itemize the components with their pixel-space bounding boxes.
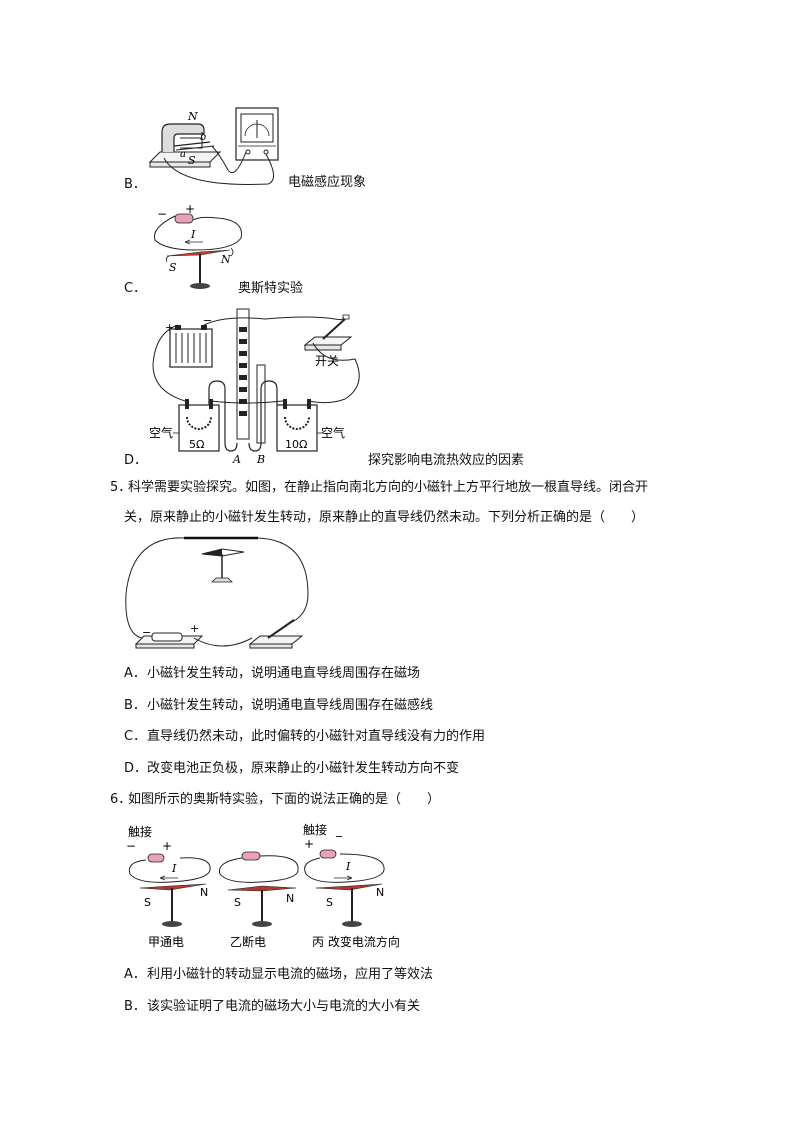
svg-text:+: + [190,622,199,635]
svg-text:空气: 空气 [149,425,173,440]
svg-text:I: I [171,862,177,875]
option-text: 直导线仍然未动，此时偏转的小磁针对直导线没有力的作用 [147,729,486,744]
svg-text:空气: 空气 [321,425,345,440]
option-c: − + I S N C． 奥斯特实验 [0,200,794,300]
option-text: 利用小磁针的转动显示电流的磁场，应用了等效法 [147,967,434,982]
svg-text:丙 改变电流方向: 丙 改变电流方向 [312,934,400,949]
option-letter: C． [124,729,147,744]
option-d: + − A B 5Ω 空气 10Ω 空气 [0,305,794,475]
wire-over-compass-figure: − + [125,536,309,649]
svg-text:N: N [200,886,208,899]
option-caption: 奥斯特实验 [238,281,304,296]
option-letter: A． [124,967,146,982]
svg-text:B: B [256,453,265,465]
option-letter: C． [124,281,147,296]
svg-text:S: S [144,896,151,909]
option-caption: 电磁感应现象 [288,175,367,190]
svg-text:S: S [234,896,241,909]
option-letter: A． [124,666,146,681]
svg-text:N: N [220,253,231,266]
label-a: a [180,149,186,160]
svg-text:触接: 触接 [303,822,327,837]
option-letter: D． [124,453,148,468]
question-5: 5． 科学需要实验探究。如图，在静止指向南北方向的小磁针上方平行地放一根直导线。… [0,476,794,786]
option-text: 该实验证明了电流的磁场大小与电流的大小有关 [147,999,421,1014]
oersted-experiment-figure: − + I S N [153,202,242,289]
option-letter: B． [124,177,146,192]
svg-text:乙断电: 乙断电 [230,934,266,949]
svg-text:−: − [157,207,167,221]
svg-text:+: + [165,321,174,334]
option-caption: 探究影响电流热效应的因素 [368,453,525,468]
option-letter: B． [124,698,146,713]
joule-heating-figure: + − A B 5Ω 空气 10Ω 空气 [149,308,360,465]
svg-text:_: _ [335,823,343,837]
svg-text:I: I [345,860,351,873]
question-stem-line2: 关，原来静止的小磁针发生转动，原来静止的直导线仍然未动。下列分析正确的是（ ） [124,510,645,525]
svg-text:S: S [326,896,333,909]
svg-text:开关: 开关 [315,354,339,368]
question-number: 6． [110,792,132,807]
svg-text:−: − [203,314,212,327]
option-b: N S a b B． 电磁感应现象 [0,100,794,195]
option-letter: D． [124,761,148,776]
svg-text:5Ω: 5Ω [189,438,204,451]
svg-text:−: − [142,626,151,639]
svg-text:甲通电: 甲通电 [148,935,184,949]
svg-text:10Ω: 10Ω [285,438,307,451]
option-text: 小磁针发生转动，说明通电直导线周围存在磁场 [147,666,421,681]
svg-text:+: + [162,839,172,853]
electromagnetic-induction-figure: N S a b [148,107,279,185]
svg-text:I: I [190,228,196,241]
option-text: 改变电池正负极，原来静止的小磁针发生转动方向不变 [147,761,460,776]
svg-text:S: S [169,261,177,274]
question-stem: 如图所示的奥斯特实验，下面的说法正确的是（ ） [128,792,441,807]
oersted-three-panels-figure: 触接 − + I S N 甲通电 S N 乙断电 触接 [126,822,400,949]
svg-text:+: + [304,837,314,851]
svg-text:−: − [126,839,136,853]
svg-text:N: N [286,892,294,905]
question-6: 6． 如图所示的奥斯特实验，下面的说法正确的是（ ） 触接 − + I S N … [0,788,794,1018]
svg-text:触接: 触接 [128,824,152,839]
label-n: N [187,110,198,123]
question-stem-line1: 科学需要实验探究。如图，在静止指向南北方向的小磁针上方平行地放一根直导线。闭合开 [128,480,649,495]
panel-jia: 触接 − + I S N 甲通电 [126,824,211,949]
label-b: b [200,132,206,143]
question-number: 5． [110,480,132,495]
option-letter: B． [124,999,146,1014]
svg-text:+: + [185,202,195,216]
panel-yi: S N 乙断电 [218,851,299,949]
svg-text:N: N [376,886,384,899]
option-text: 小磁针发生转动，说明通电直导线周围存在磁感线 [147,698,434,713]
svg-text:A: A [232,453,241,465]
panel-bing: 触接 _ + I S N 丙 改变电流方向 [303,822,400,949]
label-s: S [188,154,196,167]
